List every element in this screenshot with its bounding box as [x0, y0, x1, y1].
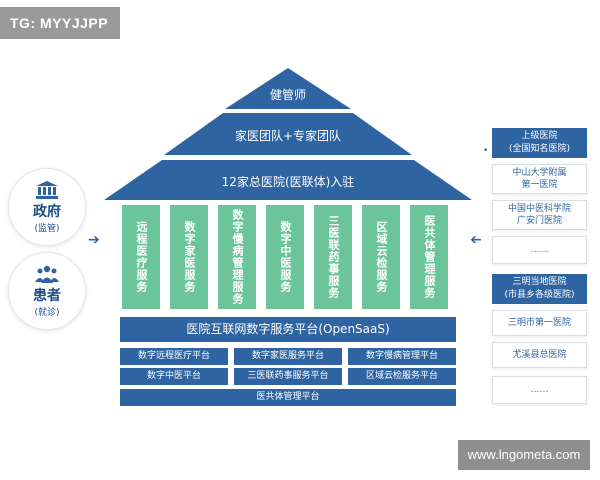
local-hospital-header: 三明当地医院 (市县乡各级医院) — [492, 274, 587, 304]
patient-circle: 患者 (就诊) — [8, 252, 86, 330]
platform-main-bar: 医院互联网数字服务平台(OpenSaaS) — [120, 317, 456, 342]
government-label: 政府 — [33, 203, 61, 220]
platform-cloud-inspection: 区域云检服务平台 — [348, 368, 456, 385]
roof-top-label: 健管师 — [269, 88, 306, 102]
roof-middle-tier — [164, 113, 412, 155]
roof-middle-label: 家医团队+专家团队 — [234, 129, 342, 143]
patient-group-icon — [35, 265, 59, 283]
tag-label: TG: MYYJJPP — [0, 7, 120, 39]
watermark-label: www.lngometa.com — [458, 440, 590, 470]
hospital-sanming-first: 三明市第一医院 — [492, 310, 587, 336]
right-dot-icon: • — [483, 146, 489, 156]
platform-family-doctor: 数字家医服务平台 — [234, 348, 342, 365]
government-sublabel: (监管) — [34, 223, 60, 234]
local-hospital-subtitle: (市县乡各级医院) — [504, 290, 575, 300]
right-panel: 上级医院 (全国知名医院) 中山大学附属 第一医院 中国中医科学院 广安门医院 … — [492, 128, 587, 408]
hospital-sysu: 中山大学附属 第一医院 — [492, 164, 587, 194]
patient-sublabel: (就诊) — [34, 307, 60, 318]
local-hospital-title: 三明当地医院 — [512, 277, 567, 287]
roof-top-tier — [225, 68, 351, 109]
column-digital-family-doctor: 数字家医服务 — [170, 205, 208, 309]
platform-remote: 数字远程医疗平台 — [120, 348, 228, 365]
upper-hospital-more: …… — [492, 236, 587, 264]
column-cloud-inspection: 区域云检服务 — [362, 205, 400, 309]
column-remote-medical: 远程医疗服务 — [122, 205, 160, 309]
hospital-youxi: 尤溪县总医院 — [492, 342, 587, 368]
patient-label: 患者 — [33, 287, 61, 304]
upper-hospital-title: 上级医院 — [521, 131, 558, 141]
hospital-guanganmen-line1: 中国中医科学院 — [507, 204, 571, 214]
roof-bottom-label: 12家总医院(医联体)入驻 — [221, 175, 355, 189]
left-arrow-icon: ➔ — [88, 232, 100, 248]
right-arrow-icon: ➔ — [470, 232, 482, 248]
hospital-guanganmen-line2: 广安门医院 — [516, 216, 562, 226]
hospital-guanganmen: 中国中医科学院 广安门医院 — [492, 200, 587, 230]
upper-hospital-subtitle: (全国知名医院) — [508, 144, 571, 154]
platform-chronic: 数字慢病管理平台 — [348, 348, 456, 365]
column-medical-alliance: 医共体管理服务 — [410, 205, 448, 309]
government-building-icon — [36, 180, 58, 199]
column-digital-tcm: 数字中医服务 — [266, 205, 304, 309]
platform-pharmacy: 三医联药事服务平台 — [234, 368, 342, 385]
column-pharmacy: 三医联药事服务 — [314, 205, 352, 309]
platform-medical-alliance: 医共体管理平台 — [120, 389, 456, 406]
local-hospital-more: …… — [492, 376, 587, 404]
column-chronic-disease: 数字慢病管理服务 — [218, 205, 256, 309]
upper-hospital-header: 上级医院 (全国知名医院) — [492, 128, 587, 158]
hospital-sysu-line1: 中山大学附属 — [512, 168, 567, 178]
platform-tcm: 数字中医平台 — [120, 368, 228, 385]
government-circle: 政府 (监管) — [8, 168, 86, 246]
roof-bottom-tier — [104, 160, 472, 200]
hospital-sysu-line2: 第一医院 — [521, 180, 558, 190]
